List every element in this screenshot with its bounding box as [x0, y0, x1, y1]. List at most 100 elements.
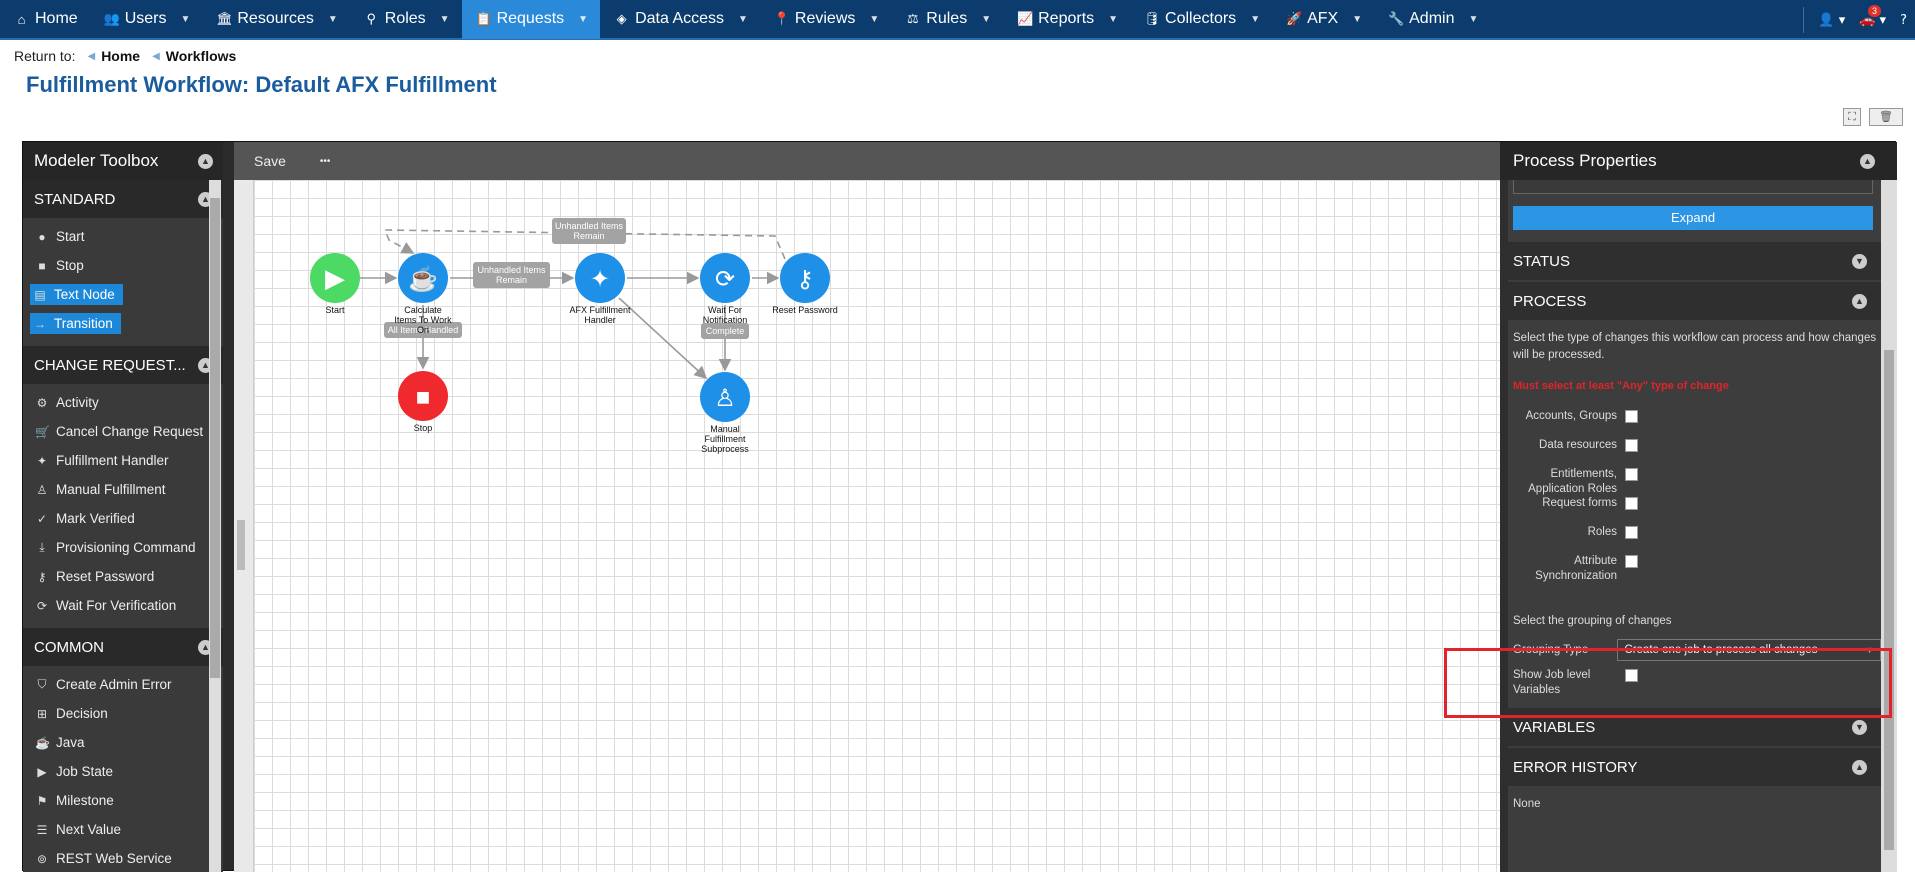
transition-label-text: Unhandled Items — [477, 265, 546, 275]
change-type-checkbox[interactable] — [1625, 526, 1638, 539]
change-type-checkbox[interactable] — [1625, 468, 1638, 481]
nav-user-area: 👤 ▾ 🚗 ▾ 3 ? — [1803, 0, 1915, 40]
toolbox-item-create-admin-error[interactable]: ⛉Create Admin Error — [23, 670, 223, 699]
section-status[interactable]: STATUS▼ — [1500, 242, 1881, 280]
collapse-icon[interactable]: ▲ — [198, 153, 213, 169]
toolbox-item-java[interactable]: ☕Java — [23, 728, 223, 757]
change-type-checkbox[interactable] — [1625, 410, 1638, 423]
variables-title: VARIABLES — [1513, 718, 1596, 736]
more-options-icon[interactable]: ••• — [319, 155, 331, 167]
breadcrumb-home[interactable]: Home — [101, 48, 141, 64]
toolbox-item-start[interactable]: ●Start — [23, 222, 223, 251]
canvas-left-handle[interactable] — [234, 180, 254, 872]
nav-resources[interactable]: 🏛Resources▼ — [202, 0, 349, 39]
toolbox-item-milestone[interactable]: ⚑Milestone — [23, 786, 223, 815]
fullscreen-icon[interactable]: ⛶ — [1843, 108, 1861, 126]
node-afx-circle[interactable] — [575, 253, 625, 303]
toolbox-item-manual-fulfillment[interactable]: ♙Manual Fulfillment — [23, 475, 223, 504]
node-reset[interactable]: ⚷Reset Password — [772, 253, 838, 315]
toolbox-item-activity[interactable]: ⚙Activity — [23, 388, 223, 417]
properties-scrollbar[interactable] — [1881, 180, 1897, 872]
nav-afx[interactable]: 🚀AFX▼ — [1272, 0, 1374, 39]
chart-icon: 📈 — [1017, 11, 1034, 26]
validation-warning: Must select at least "Any" type of chang… — [1513, 380, 1729, 392]
help-icon[interactable]: ? — [1900, 12, 1907, 28]
user-menu-icon[interactable]: 👤 ▾ — [1818, 12, 1846, 28]
transition-label-text: Unhandled Items — [555, 221, 624, 231]
change-type-checkbox[interactable] — [1625, 497, 1638, 510]
toolbox-section-common[interactable]: COMMON▲ — [23, 628, 223, 666]
change-type-checkbox[interactable] — [1625, 439, 1638, 452]
nav-reports[interactable]: 📈Reports▼ — [1003, 0, 1130, 39]
show-job-checkbox[interactable] — [1625, 669, 1638, 682]
toolbox-item-label: Decision — [56, 706, 108, 721]
rocket-icon: 🚀 — [1286, 11, 1303, 26]
nav-home[interactable]: ⌂Home — [0, 0, 90, 39]
nav-rules[interactable]: ⚖Rules▼ — [891, 0, 1003, 39]
coffee-icon: ☕ — [35, 735, 50, 750]
collapse-icon[interactable]: ▲ — [1860, 153, 1875, 169]
node-manual-circle[interactable] — [700, 372, 750, 422]
node-start[interactable]: ▶Start — [310, 253, 360, 315]
change-type-checkbox[interactable] — [1625, 555, 1638, 568]
toolbox-item-provisioning-command[interactable]: ⤓Provisioning Command — [23, 533, 223, 562]
modeler-toolbox: Modeler Toolbox ▲ STANDARD▲●Start■Stop▤T… — [23, 142, 223, 872]
text-area-bottom[interactable] — [1513, 180, 1873, 194]
toolbox-item-wait-for-verification[interactable]: ⟳Wait For Verification — [23, 591, 223, 620]
toolbox-section-standard[interactable]: STANDARD▲ — [23, 180, 223, 218]
toolbox-item-transition[interactable]: →Transition — [23, 309, 223, 338]
transition-label[interactable]: All Items Handled — [384, 322, 462, 338]
properties-left-handle[interactable] — [1500, 180, 1508, 872]
section-process[interactable]: PROCESS▲ — [1500, 282, 1881, 320]
nav-requests[interactable]: 📋Requests▼ — [461, 0, 601, 39]
transition-label[interactable]: Complete — [701, 323, 749, 339]
nav-collectors[interactable]: 🛢Collectors▼ — [1130, 0, 1272, 39]
breadcrumb-workflows[interactable]: Workflows — [165, 48, 237, 64]
toolbox-item-text-node[interactable]: ▤Text Node — [23, 280, 223, 309]
status-title: STATUS — [1513, 252, 1570, 270]
toolbox-item-cancel-change-request[interactable]: 🛒Cancel Change Request — [23, 417, 223, 446]
nav-roles[interactable]: ⚲Roles▼ — [350, 0, 462, 39]
transition-arrow[interactable] — [618, 297, 708, 380]
toolbox-item-rest-web-service[interactable]: ⊚REST Web Service — [23, 844, 223, 872]
trash-icon[interactable]: 🗑 — [1869, 108, 1903, 126]
save-button[interactable]: Save — [254, 153, 286, 169]
toolbox-item-fulfillment-handler[interactable]: ✦Fulfillment Handler — [23, 446, 223, 475]
nav-data-access[interactable]: ◈Data Access▼ — [600, 0, 760, 39]
node-calc-circle[interactable] — [398, 253, 448, 303]
toolbox-item-job-state[interactable]: ▶Job State — [23, 757, 223, 786]
loop-transition[interactable] — [383, 229, 786, 260]
nav-users[interactable]: 👥Users▼ — [90, 0, 203, 39]
node-wait-circle[interactable] — [700, 253, 750, 303]
expand-button[interactable]: Expand — [1513, 206, 1873, 230]
node-stop-circle[interactable] — [398, 371, 448, 421]
section-error-history[interactable]: ERROR HISTORY▲ — [1500, 748, 1881, 786]
chevron-down-icon: ▼ — [1468, 13, 1479, 25]
toolbox-item-label: Transition — [30, 313, 121, 334]
toolbox-item-next-value[interactable]: ☰Next Value — [23, 815, 223, 844]
toolbox-item-stop[interactable]: ■Stop — [23, 251, 223, 280]
toolbox-item-reset-password[interactable]: ⚷Reset Password — [23, 562, 223, 591]
node-reset-circle[interactable] — [780, 253, 830, 303]
clipboard-icon: 📋 — [475, 11, 492, 26]
node-stop[interactable]: ■Stop — [398, 371, 448, 433]
nav-admin[interactable]: 🔧Admin▼ — [1374, 0, 1490, 39]
toolbox-item-mark-verified[interactable]: ✓Mark Verified — [23, 504, 223, 533]
toolbox-section-change-request-[interactable]: CHANGE REQUEST...▲ — [23, 346, 223, 384]
show-job-label: Show Job level Variables — [1513, 669, 1591, 696]
toolbox-scrollbar[interactable] — [209, 180, 221, 872]
node-start-circle[interactable] — [310, 253, 360, 303]
notifications-icon[interactable]: 🚗 ▾ — [1859, 12, 1887, 28]
toolbox-item-decision[interactable]: ⊞Decision — [23, 699, 223, 728]
toolbox-item-label: Job State — [56, 764, 114, 779]
section-variables[interactable]: VARIABLES▼ — [1500, 708, 1881, 746]
nav-reviews[interactable]: 📍Reviews▼ — [760, 0, 891, 39]
chevron-down-icon: ▼ — [1250, 13, 1261, 25]
